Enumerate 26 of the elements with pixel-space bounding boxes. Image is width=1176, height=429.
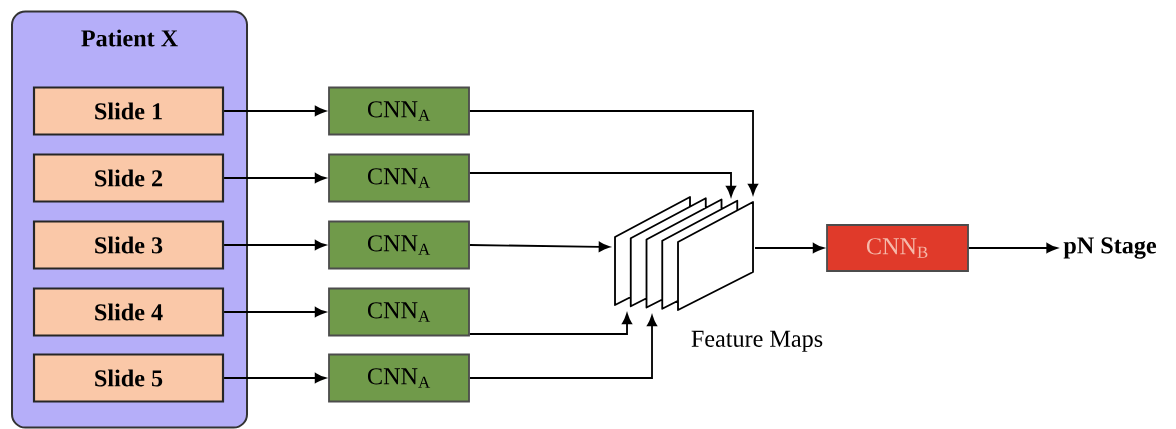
arrow	[469, 315, 658, 379]
slide-box: Slide 4	[32, 287, 225, 337]
cnn-box: CNN$_{B}$	[826, 224, 969, 272]
arrow	[754, 243, 824, 253]
arrow	[223, 373, 326, 383]
arrow	[469, 172, 737, 197]
cnn-box: CNN$_{A}$	[328, 220, 470, 270]
arrow	[223, 240, 326, 250]
arrow	[223, 106, 326, 116]
slide-box: Slide 2	[32, 153, 225, 203]
output-label: pN Stage	[1063, 237, 1157, 259]
feature-maps-drawing	[614, 196, 754, 311]
arrow	[968, 243, 1058, 253]
arrow	[469, 241, 610, 252]
arrow	[223, 173, 326, 183]
arrow	[469, 313, 633, 335]
arrow	[469, 110, 759, 195]
cnn-box: CNN$_{A}$	[328, 153, 470, 203]
slide-box: Slide 3	[32, 220, 225, 270]
node-label: Feature Maps	[691, 330, 823, 352]
slide-box: Slide 1	[32, 86, 225, 136]
cnn-box: CNN$_{A}$	[328, 287, 470, 337]
slide-box: Slide 5	[32, 353, 225, 403]
arrow	[223, 307, 326, 317]
cnn-box: CNN$_{A}$	[328, 86, 470, 136]
cnn-box: CNN$_{A}$	[328, 353, 470, 403]
